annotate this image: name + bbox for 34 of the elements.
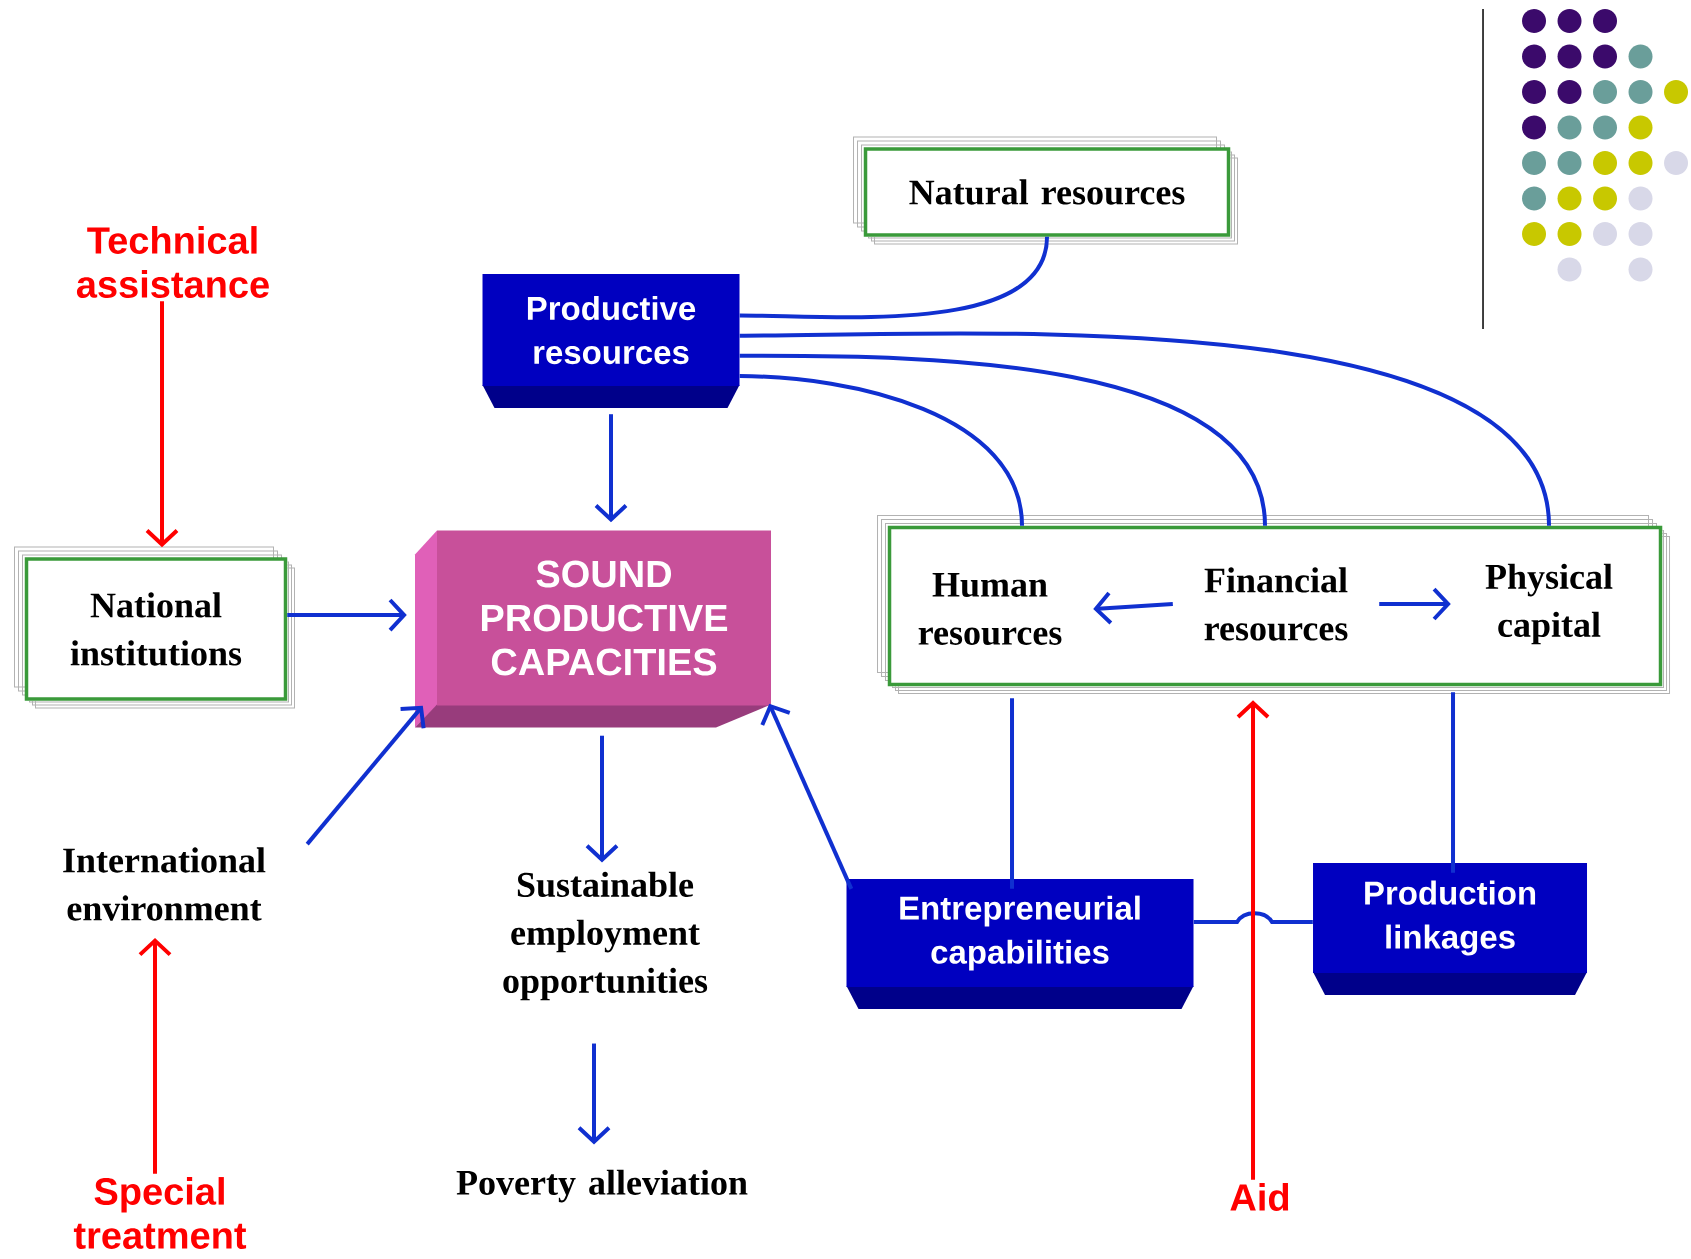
raised-box: SOUND PRODUCTIVE CAPACITIES bbox=[415, 530, 771, 728]
connector-line bbox=[1193, 911, 1313, 924]
connector-line bbox=[739, 353, 1267, 527]
arrow bbox=[760, 703, 854, 890]
framed-box: National institutions bbox=[14, 546, 295, 709]
framed-box bbox=[877, 515, 1670, 694]
arrow bbox=[138, 937, 172, 1174]
arrow bbox=[305, 705, 426, 846]
raised-box: Production linkages bbox=[1313, 863, 1587, 995]
connector-line bbox=[739, 331, 1551, 527]
arrow bbox=[594, 414, 628, 523]
label-text: Human resources bbox=[918, 573, 1062, 645]
connector-line bbox=[739, 236, 1049, 320]
label-text: Sustainable employment opportunities bbox=[503, 871, 708, 1001]
arrow bbox=[287, 598, 407, 632]
raised-box: Productive resources bbox=[482, 274, 740, 408]
label-text: Physical capital bbox=[1485, 563, 1613, 645]
label-text: Poverty alleviation bbox=[456, 1169, 748, 1203]
arrow bbox=[1093, 591, 1173, 625]
arrow bbox=[145, 301, 179, 548]
label-text: International environment bbox=[63, 847, 266, 921]
arrow bbox=[1379, 587, 1451, 621]
label-text: Financial resources bbox=[1204, 567, 1348, 641]
connector-line bbox=[739, 374, 1024, 526]
framed-box: Natural resources bbox=[853, 136, 1238, 245]
label-text: Technical assistance bbox=[76, 226, 269, 298]
connector-line bbox=[1451, 692, 1455, 873]
arrow bbox=[1236, 700, 1270, 1180]
raised-box: Entrepreneurial capabilities bbox=[846, 879, 1194, 1009]
label-text: Aid bbox=[1230, 1183, 1289, 1211]
arrow bbox=[585, 735, 619, 863]
connector-line bbox=[1010, 698, 1014, 889]
label-text: Special treatment bbox=[73, 1177, 247, 1249]
arrow bbox=[577, 1043, 611, 1145]
